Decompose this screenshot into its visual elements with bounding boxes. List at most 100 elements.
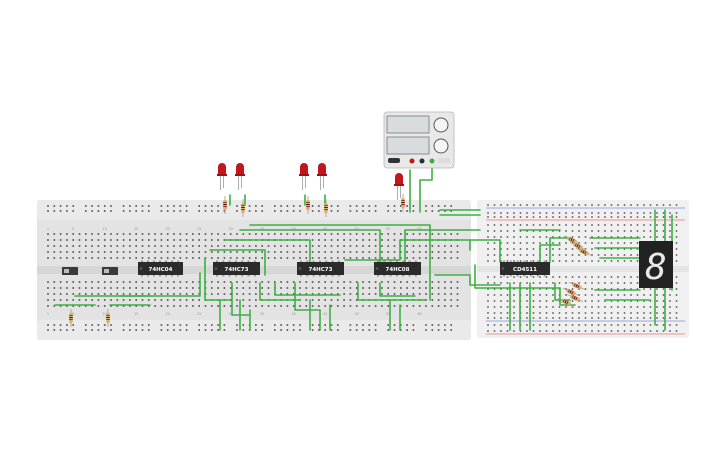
breadboard-hole[interactable] <box>110 329 112 331</box>
resistor-icon[interactable] <box>69 309 73 327</box>
breadboard-hole[interactable] <box>532 312 535 314</box>
breadboard-hole[interactable] <box>85 293 87 295</box>
breadboard-hole[interactable] <box>110 293 112 295</box>
breadboard-hole[interactable] <box>362 205 364 207</box>
breadboard-hole[interactable] <box>545 330 548 332</box>
breadboard-hole[interactable] <box>198 305 200 307</box>
breadboard-hole[interactable] <box>160 293 163 295</box>
breadboard-hole[interactable] <box>299 281 301 283</box>
breadboard-hole[interactable] <box>662 306 665 308</box>
breadboard-hole[interactable] <box>519 216 522 218</box>
breadboard-hole[interactable] <box>160 324 163 326</box>
breadboard-hole[interactable] <box>318 299 320 301</box>
breadboard-hole[interactable] <box>532 224 535 226</box>
breadboard-hole[interactable] <box>565 248 567 250</box>
breadboard-hole[interactable] <box>166 245 169 247</box>
breadboard-hole[interactable] <box>148 245 150 247</box>
breadboard-hole[interactable] <box>450 329 452 331</box>
breadboard-hole[interactable] <box>381 293 383 295</box>
breadboard-holes[interactable] <box>47 205 459 331</box>
breadboard-hole[interactable] <box>337 205 339 207</box>
breadboard-hole[interactable] <box>166 324 169 326</box>
breadboard-hole[interactable] <box>141 293 144 295</box>
breadboard-hole[interactable] <box>393 210 396 212</box>
breadboard-hole[interactable] <box>519 204 522 206</box>
breadboard-hole[interactable] <box>135 329 137 331</box>
breadboard-hole[interactable] <box>545 204 548 206</box>
breadboard-hole[interactable] <box>571 324 574 326</box>
breadboard-hole[interactable] <box>610 204 613 206</box>
breadboard-hole[interactable] <box>173 281 175 283</box>
breadboard-hole[interactable] <box>311 299 314 301</box>
breadboard-hole[interactable] <box>584 260 587 262</box>
ic-chip-74hc73[interactable]: 74HC73 <box>213 260 260 277</box>
breadboard-hole[interactable] <box>656 212 658 214</box>
breadboard-hole[interactable] <box>47 329 49 331</box>
breadboard-hole[interactable] <box>500 330 502 332</box>
breadboard-hole[interactable] <box>47 287 49 289</box>
breadboard-hole[interactable] <box>173 233 175 235</box>
breadboard-hole[interactable] <box>374 305 377 307</box>
breadboard-hole[interactable] <box>305 245 308 247</box>
breadboard-hole[interactable] <box>53 210 56 212</box>
breadboard-hole[interactable] <box>558 282 561 284</box>
breadboard-hole[interactable] <box>669 288 671 290</box>
breadboard-hole[interactable] <box>374 251 377 253</box>
breadboard-hole[interactable] <box>450 233 452 235</box>
breadboard-hole[interactable] <box>72 293 74 295</box>
resistor-icon[interactable] <box>106 309 110 327</box>
breadboard-hole[interactable] <box>274 329 276 331</box>
breadboard-hole[interactable] <box>154 233 156 235</box>
breadboard-hole[interactable] <box>129 281 131 283</box>
breadboard-hole[interactable] <box>223 293 226 295</box>
breadboard-hole[interactable] <box>248 233 251 235</box>
breadboard-hole[interactable] <box>374 257 377 259</box>
breadboard-hole[interactable] <box>487 216 489 218</box>
breadboard-hole[interactable] <box>236 281 238 283</box>
resistor-icon[interactable] <box>241 199 245 217</box>
breadboard-hole[interactable] <box>337 293 339 295</box>
breadboard-hole[interactable] <box>179 239 182 241</box>
breadboard-hole[interactable] <box>179 257 182 259</box>
breadboard-hole[interactable] <box>179 205 182 207</box>
breadboard-hole[interactable] <box>500 300 502 302</box>
breadboard-hole[interactable] <box>192 281 194 283</box>
breadboard-hole[interactable] <box>450 245 452 247</box>
breadboard-hole[interactable] <box>236 251 238 253</box>
breadboard-hole[interactable] <box>166 329 169 331</box>
breadboard-hole[interactable] <box>185 305 188 307</box>
breadboard-hole[interactable] <box>66 281 68 283</box>
breadboard-hole[interactable] <box>545 324 548 326</box>
breadboard-hole[interactable] <box>179 305 182 307</box>
breadboard-hole[interactable] <box>493 236 496 238</box>
breadboard-hole[interactable] <box>444 281 446 283</box>
breadboard-hole[interactable] <box>565 276 567 278</box>
breadboard-hole[interactable] <box>148 281 150 283</box>
breadboard-hole[interactable] <box>337 233 339 235</box>
resistor-icon[interactable] <box>324 199 328 217</box>
breadboard-hole[interactable] <box>604 317 606 319</box>
breadboard-hole[interactable] <box>604 242 606 244</box>
breadboard-hole[interactable] <box>400 281 402 283</box>
breadboard-hole[interactable] <box>487 212 489 214</box>
breadboard-hole[interactable] <box>604 224 606 226</box>
breadboard-hole[interactable] <box>97 205 100 207</box>
breadboard-hole[interactable] <box>539 242 541 244</box>
breadboard-hole[interactable] <box>597 317 600 319</box>
breadboard-hole[interactable] <box>487 204 489 206</box>
breadboard-hole[interactable] <box>337 257 339 259</box>
breadboard-hole[interactable] <box>425 281 427 283</box>
breadboard-hole[interactable] <box>204 251 207 253</box>
breadboard-hole[interactable] <box>393 257 396 259</box>
breadboard-hole[interactable] <box>204 233 207 235</box>
breadboard-hole[interactable] <box>311 205 314 207</box>
breadboard-hole[interactable] <box>355 205 358 207</box>
breadboard-hole[interactable] <box>47 324 49 326</box>
breadboard-hole[interactable] <box>610 242 613 244</box>
breadboard-hole[interactable] <box>53 293 56 295</box>
breadboard-hole[interactable] <box>456 281 459 283</box>
breadboard-hole[interactable] <box>166 281 169 283</box>
breadboard-hole[interactable] <box>500 254 502 256</box>
breadboard-hole[interactable] <box>552 236 554 238</box>
breadboard-hole[interactable] <box>47 257 49 259</box>
